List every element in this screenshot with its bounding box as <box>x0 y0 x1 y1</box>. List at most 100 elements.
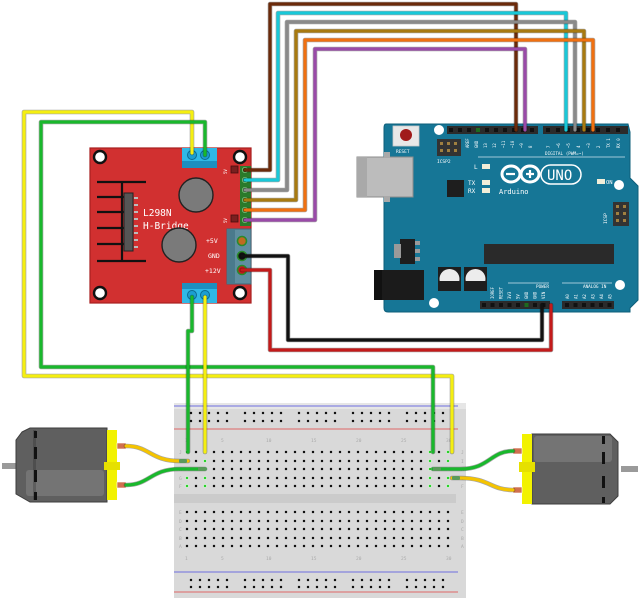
breadboard-hole <box>347 536 351 540</box>
breadboard-hole <box>221 484 225 488</box>
breadboard-hole <box>374 510 378 514</box>
rail-hole <box>423 585 427 589</box>
breadboard-hole <box>392 527 396 531</box>
breadboard-hole <box>194 527 198 531</box>
breadboard-hole <box>428 459 432 463</box>
rail-hole <box>351 585 355 589</box>
row-label: C <box>179 527 182 533</box>
enable-a-jumper <box>230 165 239 174</box>
header-pin <box>476 128 480 132</box>
rail-hole <box>423 578 427 582</box>
breadboard-hole <box>257 459 261 463</box>
breadboard-hole <box>383 459 387 463</box>
breadboard-hole <box>365 476 369 480</box>
header-pin <box>499 303 503 307</box>
gnd-wire <box>240 254 544 342</box>
breadboard-hole <box>185 536 189 540</box>
header-pin <box>467 128 471 132</box>
breadboard-hole <box>347 510 351 514</box>
breadboard-hole <box>392 476 396 480</box>
breadboard-hole <box>311 484 315 488</box>
rail-hole <box>324 585 328 589</box>
mounting-hole <box>92 149 108 165</box>
breadboard-hole <box>383 476 387 480</box>
pin-label: TX 1 <box>606 138 611 148</box>
pin-label: ~10 <box>510 140 515 148</box>
breadboard-hole <box>194 544 198 548</box>
rail-hole <box>243 411 247 415</box>
breadboard-hole <box>194 510 198 514</box>
breadboard-hole <box>428 527 432 531</box>
breadboard-hole <box>311 510 315 514</box>
breadboard-hole <box>329 536 333 540</box>
wire-end-connector <box>179 459 187 463</box>
header-pin <box>556 128 560 132</box>
breadboard-hole <box>203 476 207 480</box>
column-label: 10 <box>266 438 272 444</box>
power-label: POWER <box>536 284 549 290</box>
breadboard-hole <box>239 519 243 523</box>
voltage-regulator <box>400 239 415 264</box>
breadboard-hole <box>239 544 243 548</box>
rail-hole <box>405 585 409 589</box>
breadboard-hole <box>194 476 198 480</box>
breadboard-hole <box>230 536 234 540</box>
brand-label: Arduino <box>499 188 529 196</box>
breadboard-hole <box>401 519 405 523</box>
pin-label: RX 0 <box>616 138 621 148</box>
label-12v: +12V <box>205 267 221 275</box>
breadboard-hole <box>239 484 243 488</box>
uno-badge <box>540 164 582 185</box>
breadboard-hole <box>356 467 360 471</box>
row-label: E <box>179 510 182 516</box>
row-label: G <box>179 476 182 482</box>
rail-hole <box>198 419 202 423</box>
rail-hole <box>441 419 445 423</box>
rail-hole <box>261 419 265 423</box>
breadboard-hole <box>320 459 324 463</box>
breadboard-hole <box>239 450 243 454</box>
breadboard-hole <box>419 527 423 531</box>
breadboard-hole <box>356 519 360 523</box>
rail-hole <box>270 419 274 423</box>
pin-label: 2 <box>596 145 601 148</box>
breadboard-hole <box>437 519 441 523</box>
row-label: C <box>461 527 464 533</box>
pin-label: A2 <box>582 294 587 299</box>
breadboard-hole <box>446 450 450 454</box>
breadboard-hole <box>230 544 234 548</box>
breadboard-hole <box>410 476 414 480</box>
rail-hole <box>387 411 391 415</box>
crystal-chip <box>447 180 464 197</box>
breadboard-hole <box>365 450 369 454</box>
reset-button-cap[interactable] <box>400 129 412 141</box>
svg-text:ICSP: ICSP <box>603 213 609 224</box>
dc-motor-left <box>2 427 127 503</box>
breadboard-hole <box>374 476 378 480</box>
breadboard-hole <box>311 450 315 454</box>
breadboard-hole <box>230 467 234 471</box>
rail-hole <box>441 578 445 582</box>
breadboard-hole <box>356 527 360 531</box>
header-pin <box>494 128 498 132</box>
breadboard-hole <box>383 544 387 548</box>
breadboard-hole <box>284 510 288 514</box>
breadboard-hole <box>275 544 279 548</box>
breadboard-hole <box>338 450 342 454</box>
arduino-logo-icon <box>500 164 541 184</box>
pin-label: 4 <box>576 145 581 148</box>
breadboard-hole <box>338 476 342 480</box>
breadboard-hole <box>248 536 252 540</box>
rail-hole <box>441 585 445 589</box>
breadboard-hole <box>257 544 261 548</box>
breadboard-hole <box>383 510 387 514</box>
breadboard-hole <box>410 510 414 514</box>
breadboard-hole <box>284 476 288 480</box>
pin-label: 7 <box>546 145 551 148</box>
pin-label: VIN <box>541 291 546 299</box>
breadboard-hole <box>383 536 387 540</box>
header-pin <box>606 128 610 132</box>
breadboard-hole <box>383 519 387 523</box>
rail-hole <box>306 585 310 589</box>
